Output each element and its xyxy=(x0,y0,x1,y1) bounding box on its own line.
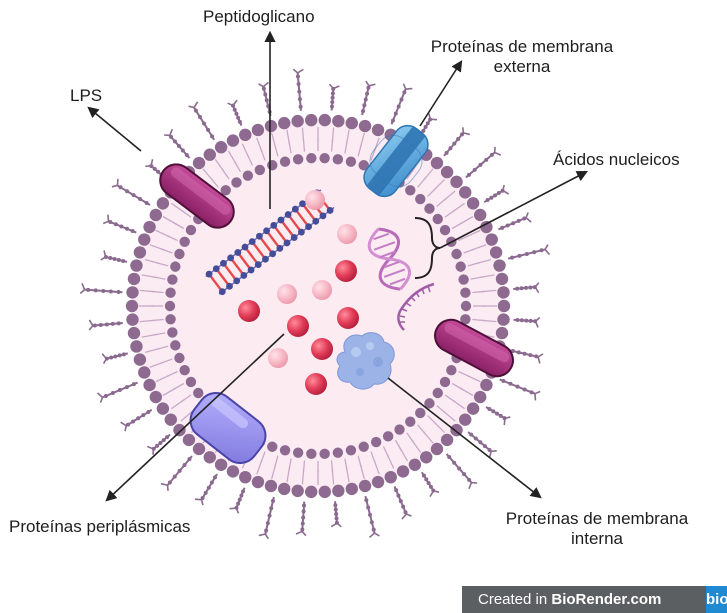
label-periplasmic-proteins: Proteínas periplásmicas xyxy=(9,517,190,537)
sphere-icon xyxy=(337,224,357,244)
lps-leader xyxy=(89,108,141,151)
label-lps: LPS xyxy=(70,86,102,106)
sphere-icon xyxy=(238,300,260,322)
watermark-text: Created in BioRender.com xyxy=(478,586,661,613)
label-inner-membrane-proteins-line1: Proteínas de membrana xyxy=(472,509,722,529)
sphere-icon xyxy=(277,284,297,304)
sphere-icon xyxy=(312,280,332,300)
label-inner-membrane-proteins: Proteínas de membrana interna xyxy=(472,509,722,549)
sphere-icon xyxy=(305,190,325,210)
sphere-icon xyxy=(268,348,288,368)
watermark-prefix: Created in xyxy=(478,591,551,608)
label-inner-membrane-proteins-line2: interna xyxy=(472,529,722,549)
label-outer-membrane-proteins-line2: externa xyxy=(392,57,652,77)
biorender-logo-icon: bio xyxy=(706,586,727,613)
sphere-icon xyxy=(305,373,327,395)
sphere-icon xyxy=(335,260,357,282)
label-nucleic-acids: Ácidos nucleicos xyxy=(553,150,680,170)
label-peptidoglycan: Peptidoglicano xyxy=(203,7,315,27)
label-outer-membrane-proteins: Proteínas de membrana externa xyxy=(392,37,652,77)
label-outer-membrane-proteins-line1: Proteínas de membrana xyxy=(392,37,652,57)
sphere-icon xyxy=(311,338,333,360)
sphere-icon xyxy=(287,315,309,337)
watermark-brand: BioRender.com xyxy=(551,591,661,608)
biorender-watermark[interactable]: Created in BioRender.com bio xyxy=(462,586,727,613)
sphere-icon xyxy=(337,307,359,329)
